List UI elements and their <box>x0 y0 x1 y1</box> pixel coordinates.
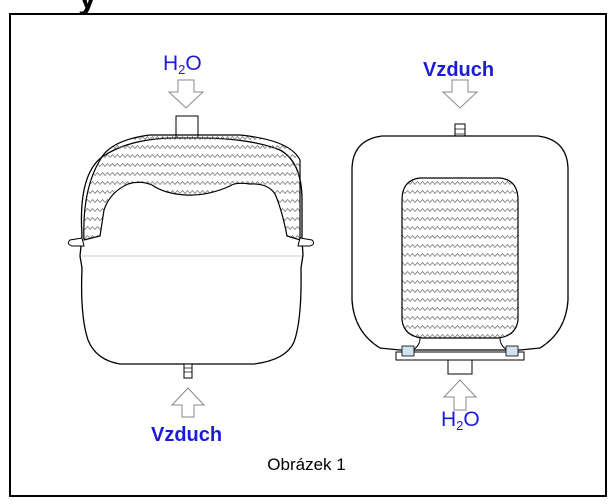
right-top-air-label: Vzduch <box>423 59 495 81</box>
right-flange <box>395 351 525 361</box>
right-water-connector <box>447 359 473 375</box>
figure-caption: Obrázek 1 <box>267 455 346 474</box>
right-bottom-arrow-icon <box>442 379 478 411</box>
right-bottom-water-label-tail: O <box>463 408 480 431</box>
left-air-valve <box>183 363 193 379</box>
right-top-arrow-icon <box>441 79 479 109</box>
left-lug-left <box>67 237 85 247</box>
cropped-heading-fragment: y <box>0 0 613 16</box>
cropped-heading-text: y <box>78 0 97 16</box>
left-top-water-label-main: H <box>163 52 179 75</box>
left-top-arrow-icon <box>167 79 205 109</box>
right-vessel <box>351 79 569 411</box>
right-bottom-water-label-sub: 2 <box>456 418 464 433</box>
left-vessel <box>67 79 315 418</box>
right-bolt-right <box>505 345 519 357</box>
figure-frame <box>9 13 607 497</box>
right-bladder <box>401 177 519 339</box>
left-top-water-label-tail: O <box>185 52 202 75</box>
left-bottom-air-label: Vzduch <box>151 424 223 446</box>
right-bolt-left <box>401 345 415 357</box>
left-top-water-label: H2O <box>163 52 202 77</box>
left-membrane <box>83 134 301 241</box>
right-bottom-water-label-main: H <box>441 408 457 431</box>
left-top-water-label-sub: 2 <box>178 62 186 77</box>
left-bottom-arrow-icon <box>170 387 206 418</box>
right-bottom-water-label: H2O <box>441 408 480 433</box>
left-lug-right <box>297 237 315 247</box>
